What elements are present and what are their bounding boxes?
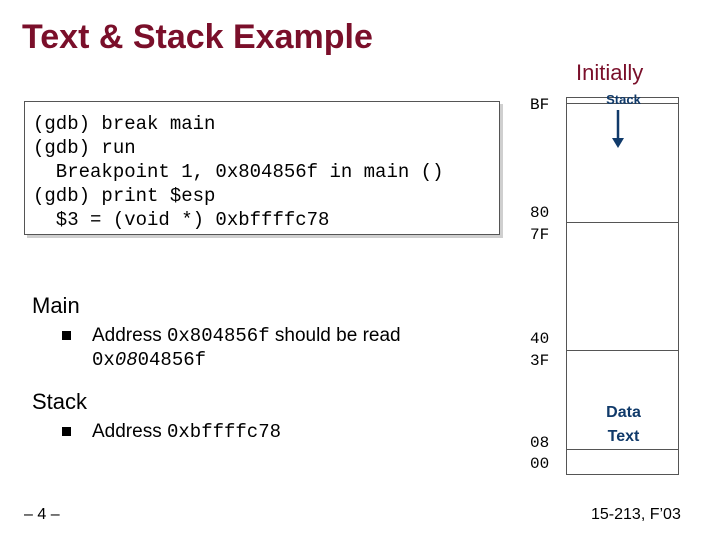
bullet-icon	[62, 427, 71, 436]
address-label: 7F	[530, 226, 550, 244]
bullet-icon	[62, 331, 71, 340]
memory-column: Stack Data Text	[566, 92, 679, 475]
gdb-line: (gdb) run	[33, 137, 136, 159]
gdb-line: (gdb) print $esp	[33, 185, 216, 207]
address-label: 3F	[530, 352, 550, 370]
memory-boundary	[567, 350, 678, 351]
slide-title: Text & Stack Example	[22, 18, 373, 56]
address-label: 80	[530, 204, 550, 222]
memory-boundary	[567, 449, 678, 450]
main-heading: Main	[32, 293, 80, 318]
stack-region-label: Stack	[606, 92, 641, 107]
gdb-line: $3 = (void *) 0xbffffc78	[33, 209, 330, 231]
memory-boundary	[567, 103, 678, 104]
page-number: – 4 –	[24, 506, 60, 523]
stack-growth-arrow-icon	[612, 110, 624, 148]
address-label: 00	[530, 455, 550, 473]
memory-boundary	[567, 222, 678, 223]
data-region-label: Data	[606, 404, 641, 421]
stack-bullet-text: Address	[92, 421, 167, 442]
initially-label: Initially	[576, 60, 644, 85]
stack-bullet-line: Address 0xbffffc78	[92, 421, 281, 443]
address-label: 08	[530, 434, 550, 452]
stack-heading: Stack	[32, 389, 88, 414]
address-label: BF	[530, 96, 550, 114]
main-bullet-text: Address	[92, 325, 167, 346]
text-region-label: Text	[607, 428, 640, 445]
course-label: 15-213, F’03	[591, 506, 681, 523]
main-bullet-rest: should be read	[269, 325, 401, 346]
main-bullet-code: 0x804856f	[166, 325, 270, 347]
main-bullet-line2: 0x0804856f	[92, 349, 207, 371]
gdb-output-box: (gdb) break main (gdb) run Breakpoint 1,…	[24, 101, 500, 235]
stack-bullet-code: 0xbffffc78	[166, 421, 282, 443]
gdb-line: (gdb) break main	[33, 113, 216, 135]
address-label: 40	[530, 330, 550, 348]
gdb-line: Breakpoint 1, 0x804856f in main ()	[33, 161, 444, 183]
main-bullet-line1: Address 0x804856f should be read	[92, 325, 401, 347]
